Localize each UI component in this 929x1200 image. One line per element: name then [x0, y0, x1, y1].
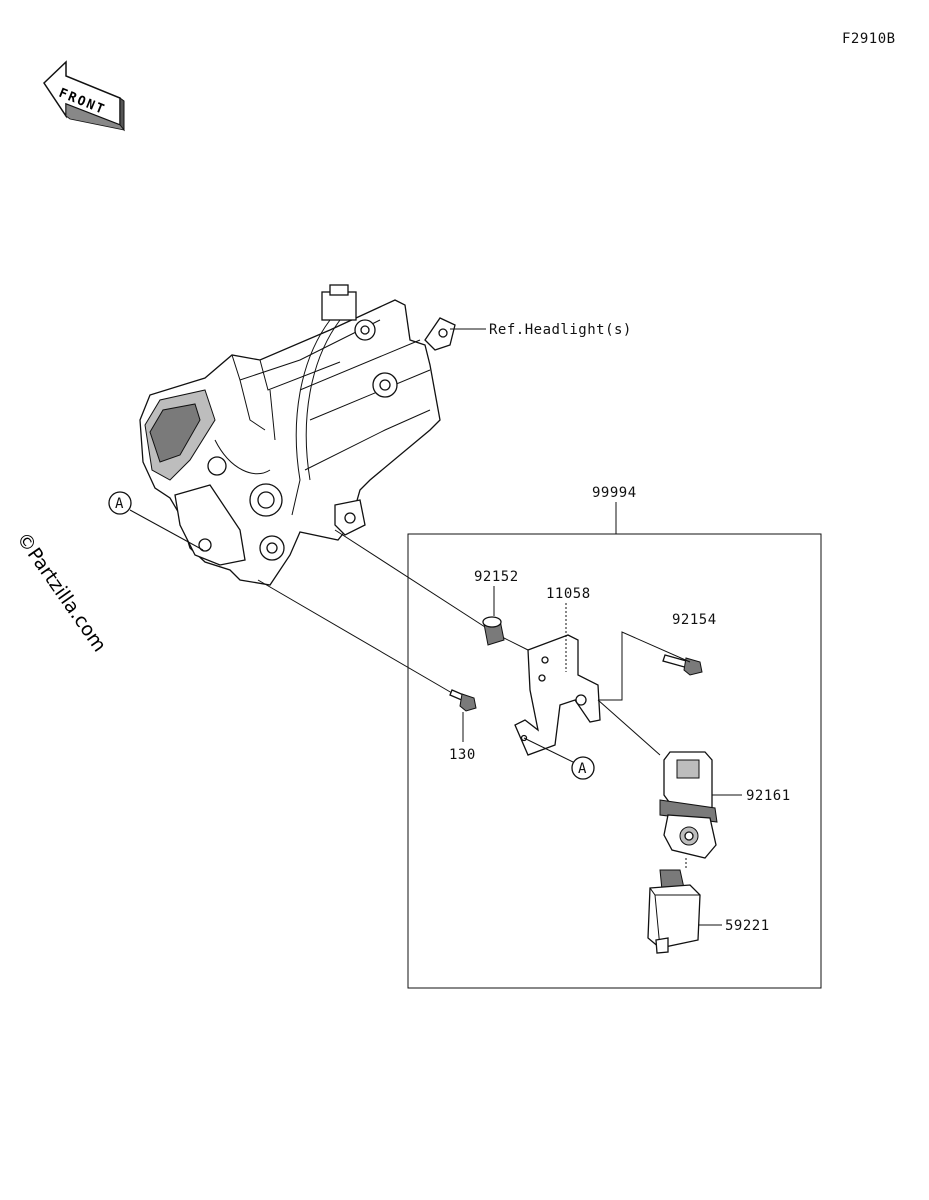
part-label-92161: 92161: [746, 788, 791, 804]
unit-59221: [647, 869, 701, 954]
front-arrow-icon: FRONT: [43, 60, 126, 132]
watermark: ©Partzilla.com: [12, 528, 111, 656]
bolt-92154: [662, 654, 703, 676]
part-label-11058: 11058: [546, 586, 591, 602]
callout-a-left-label: A: [115, 496, 124, 512]
figure-code: F2910B: [842, 31, 896, 47]
callout-a-right-label: A: [578, 761, 587, 777]
part-label-99994: 99994: [592, 485, 637, 501]
part-label-92152: 92152: [474, 569, 519, 585]
kit-box: [407, 533, 822, 989]
part-label-59221: 59221: [725, 918, 770, 934]
part-label-130: 130: [449, 747, 476, 763]
bracket-11058: [514, 634, 601, 756]
collar-92152: [482, 616, 505, 646]
headlight-assembly: [139, 284, 456, 586]
callout-a-right: A: [571, 756, 595, 780]
holder-92161: [659, 751, 718, 859]
bolt-130: [449, 689, 477, 712]
part-label-92154: 92154: [672, 612, 717, 628]
reference-label: Ref.Headlight(s): [489, 322, 632, 338]
callout-a-left: A: [108, 491, 204, 551]
